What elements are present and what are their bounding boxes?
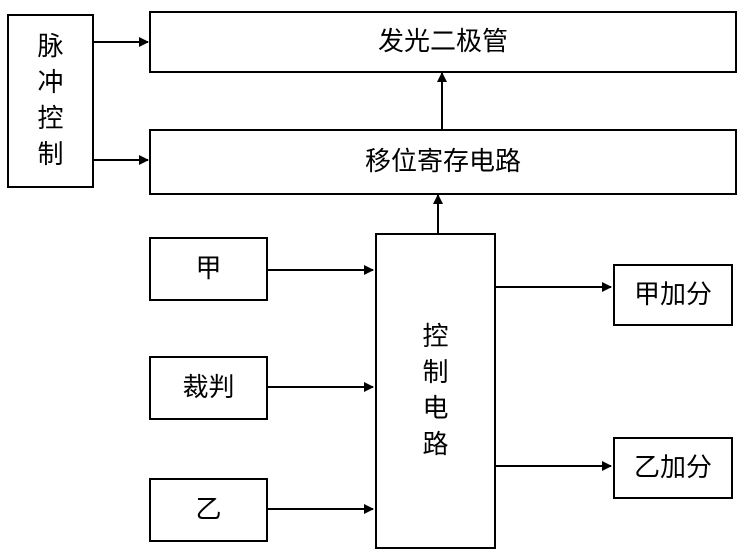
shift-register-box: 移位寄存电路 bbox=[149, 129, 737, 195]
pulse-control-char: 制 bbox=[37, 140, 64, 170]
control-circuit-box: 控 制 电 路 bbox=[375, 233, 496, 549]
pulse-control-char: 冲 bbox=[37, 68, 64, 98]
led-label: 发光二极管 bbox=[377, 27, 508, 57]
a-score-box: 甲加分 bbox=[613, 264, 733, 326]
a-score-label: 甲加分 bbox=[633, 280, 712, 310]
player-a-box: 甲 bbox=[149, 237, 268, 301]
referee-box: 裁判 bbox=[149, 356, 268, 420]
control-circuit-char: 电 bbox=[422, 394, 449, 424]
control-circuit-char: 制 bbox=[422, 358, 449, 388]
referee-label: 裁判 bbox=[182, 373, 235, 403]
pulse-control-char: 脉 bbox=[37, 32, 64, 62]
pulse-control-char: 控 bbox=[37, 104, 64, 134]
player-b-box: 乙 bbox=[149, 478, 268, 542]
control-circuit-char: 路 bbox=[422, 430, 449, 460]
b-score-label: 乙加分 bbox=[633, 453, 712, 483]
player-a-label: 甲 bbox=[195, 254, 222, 284]
shift-register-label: 移位寄存电路 bbox=[364, 147, 521, 177]
b-score-box: 乙加分 bbox=[613, 437, 733, 499]
led-box: 发光二极管 bbox=[149, 11, 737, 73]
pulse-control-box: 脉 冲 控 制 bbox=[7, 14, 94, 188]
player-b-label: 乙 bbox=[195, 495, 222, 525]
control-circuit-char: 控 bbox=[422, 322, 449, 352]
